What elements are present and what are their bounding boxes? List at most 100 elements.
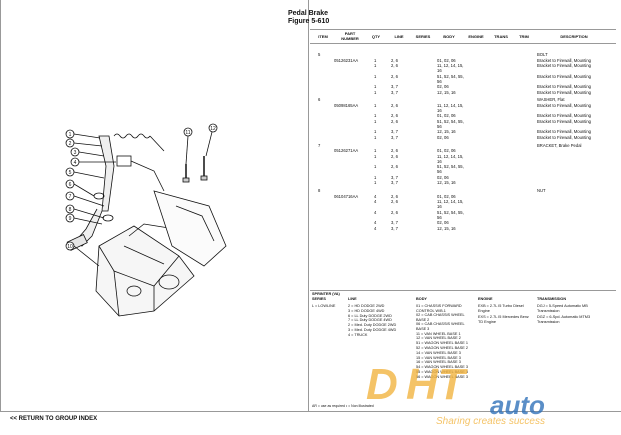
svg-text:11: 11	[185, 130, 190, 136]
legend-body-3: 11 = VAN WHEEL BASE 1	[416, 331, 461, 336]
row-16-qty: 1	[374, 174, 377, 180]
row-4-qty: 1	[374, 83, 377, 89]
pedal-brake-illustration	[66, 131, 227, 317]
legend-line-0: 2 = HD DODGE 2WD	[348, 304, 385, 308]
callout-2: 2	[65, 138, 75, 148]
callout-7: 7	[65, 191, 75, 201]
row-11-body: 02, 06	[437, 134, 449, 140]
row-12-item: 7	[318, 142, 321, 148]
svg-text:8: 8	[69, 207, 72, 213]
legend-trans-1: DGZ = 6-Spd. Automatic MTM3 Transmission	[537, 315, 591, 324]
header-bottom-line	[310, 43, 616, 44]
legend-line-6: 4 = TRUCK	[348, 332, 368, 337]
legend-body-7: 14 = VAN WHEEL BASE 3	[416, 350, 461, 355]
svg-text:5: 5	[69, 170, 72, 176]
legend-body-heading: BODY	[416, 297, 427, 301]
legend-top-line	[310, 290, 616, 291]
row-4-desc: Bracket to Firewall, Mounting	[537, 83, 591, 89]
svg-text:2: 2	[69, 141, 72, 147]
row-22-line: 3, 7	[391, 219, 398, 225]
row-4-body: 02, 06	[437, 83, 449, 89]
legend-series-0: L = LOWLINE	[312, 304, 336, 308]
footer-note: AR = use as required • = Non Illustrated	[312, 404, 374, 408]
row-20-qty: 4	[374, 199, 377, 205]
header-top-line	[310, 29, 616, 30]
legend-body-1: 02 = CAB CHASSIS WHEEL BASE 2	[416, 313, 465, 322]
svg-text:7: 7	[69, 194, 72, 200]
row-9-desc: Bracket to Firewall, Mounting	[537, 118, 591, 124]
legend-line-5: 3 = Med. Duty DODGE 4WD	[348, 328, 397, 332]
legend-line-2: 6 = LL Duty DODGE 2WD	[348, 313, 392, 318]
watermark-logo: D HT auto Sharing creates success	[366, 360, 616, 430]
row-5-qty: 1	[374, 89, 377, 95]
row-2-body: 11, 12, 14, 15, 16	[437, 63, 464, 74]
legend-line-1: 3 = HD DODGE 4WD	[348, 308, 385, 313]
callout-1: 1	[65, 129, 75, 139]
row-13-line: 2, 6	[391, 148, 398, 154]
row-4-line: 3, 7	[391, 83, 398, 89]
row-1-body: 01, 02, 06	[437, 57, 456, 63]
col-description: DESCRIPTION	[560, 34, 588, 39]
footer-divider	[0, 411, 621, 412]
row-9-line: 2, 6	[391, 118, 398, 124]
col-line: LINE	[394, 34, 404, 39]
return-to-group-index-link[interactable]: << RETURN TO GROUP INDEX	[10, 416, 98, 422]
row-21-qty: 4	[374, 209, 377, 215]
col-trim: TRIM	[519, 34, 529, 39]
row-3-line: 2, 6	[391, 73, 398, 79]
legend-title: SPRINTER (VA)	[312, 292, 340, 296]
row-21-body: 51, 52, 54, 55, 56	[437, 209, 464, 220]
svg-text:12: 12	[210, 126, 216, 132]
row-8-desc: Bracket to Firewall, Mounting	[537, 113, 591, 119]
row-15-body: 51, 52, 54, 55, 56	[437, 164, 464, 175]
row-8-line: 2, 6	[391, 113, 398, 119]
legend-line-4: 2 = Med. Duty DODGE 2WD	[348, 323, 397, 328]
row-12-desc: BRACKET, Brake Pedal	[537, 142, 582, 148]
legend-body-10: 54 = WAGON WHEEL BASE 3	[416, 365, 468, 370]
row-15-line: 2, 6	[391, 164, 398, 170]
row-18-item: 8	[318, 187, 321, 193]
col-engine: ENGINE	[468, 34, 484, 39]
row-16-line: 3, 7	[391, 174, 398, 180]
row-1-part: 05126231AA	[334, 57, 359, 63]
row-2-qty: 1	[374, 63, 377, 69]
legend-series-heading: SERIES	[312, 297, 326, 301]
row-13-body: 01, 02, 06	[437, 148, 456, 154]
row-15-qty: 1	[374, 164, 377, 170]
legend-body-6: 52 = WAGON WHEEL BASE 2	[416, 346, 468, 350]
row-20-body: 11, 12, 14, 15, 16	[437, 199, 464, 210]
row-2-line: 2, 6	[391, 63, 398, 69]
row-8-body: 01, 02, 06	[437, 113, 456, 119]
legend-line-3: 7 = LL Duty DODGE 4WD	[348, 318, 392, 323]
row-23-qty: 4	[374, 225, 377, 231]
watermark-brand-b: HT	[406, 360, 465, 409]
row-1-qty: 1	[374, 57, 377, 63]
svg-text:6: 6	[69, 182, 72, 188]
row-7-qty: 1	[374, 103, 377, 109]
callout-5: 5	[65, 167, 75, 177]
row-1-desc: Bracket to Firewall, Mounting	[537, 57, 591, 63]
center-divider	[308, 0, 309, 412]
legend-body-0: 01 = CHASSIS FORWARD CONTROL W/B.1	[416, 304, 462, 313]
legend-body-4: 12 = VAN WHEEL BASE 2	[416, 336, 461, 341]
row-5-line: 3, 7	[391, 89, 398, 95]
legend-engine-0: EXB = 2.7L I5 Turbo Diesel Engine	[478, 304, 524, 313]
row-20-line: 2, 6	[391, 199, 398, 205]
callout-12: 12	[208, 123, 218, 133]
row-6-desc: WASHER, Flat	[537, 97, 565, 103]
row-23-body: 12, 15, 16	[437, 225, 456, 231]
callout-3: 3	[70, 147, 80, 157]
svg-text:4: 4	[74, 160, 77, 166]
svg-text:1: 1	[69, 132, 72, 138]
row-19-part: 06104716AA	[334, 193, 359, 199]
col-qty: QTY	[371, 34, 381, 39]
col-body: BODY	[443, 34, 455, 39]
row-9-body: 51, 52, 54, 55, 56	[437, 118, 464, 129]
row-10-desc: Bracket to Firewall, Mounting	[537, 129, 591, 135]
row-14-qty: 1	[374, 154, 377, 160]
row-7-desc: Bracket to Firewall, Mounting	[537, 103, 591, 109]
row-22-body: 02, 06	[437, 219, 449, 225]
col-item: ITEM	[318, 34, 328, 39]
col-part-number: PART NUMBER	[341, 31, 359, 41]
legend-line-heading: LINE	[348, 297, 357, 301]
